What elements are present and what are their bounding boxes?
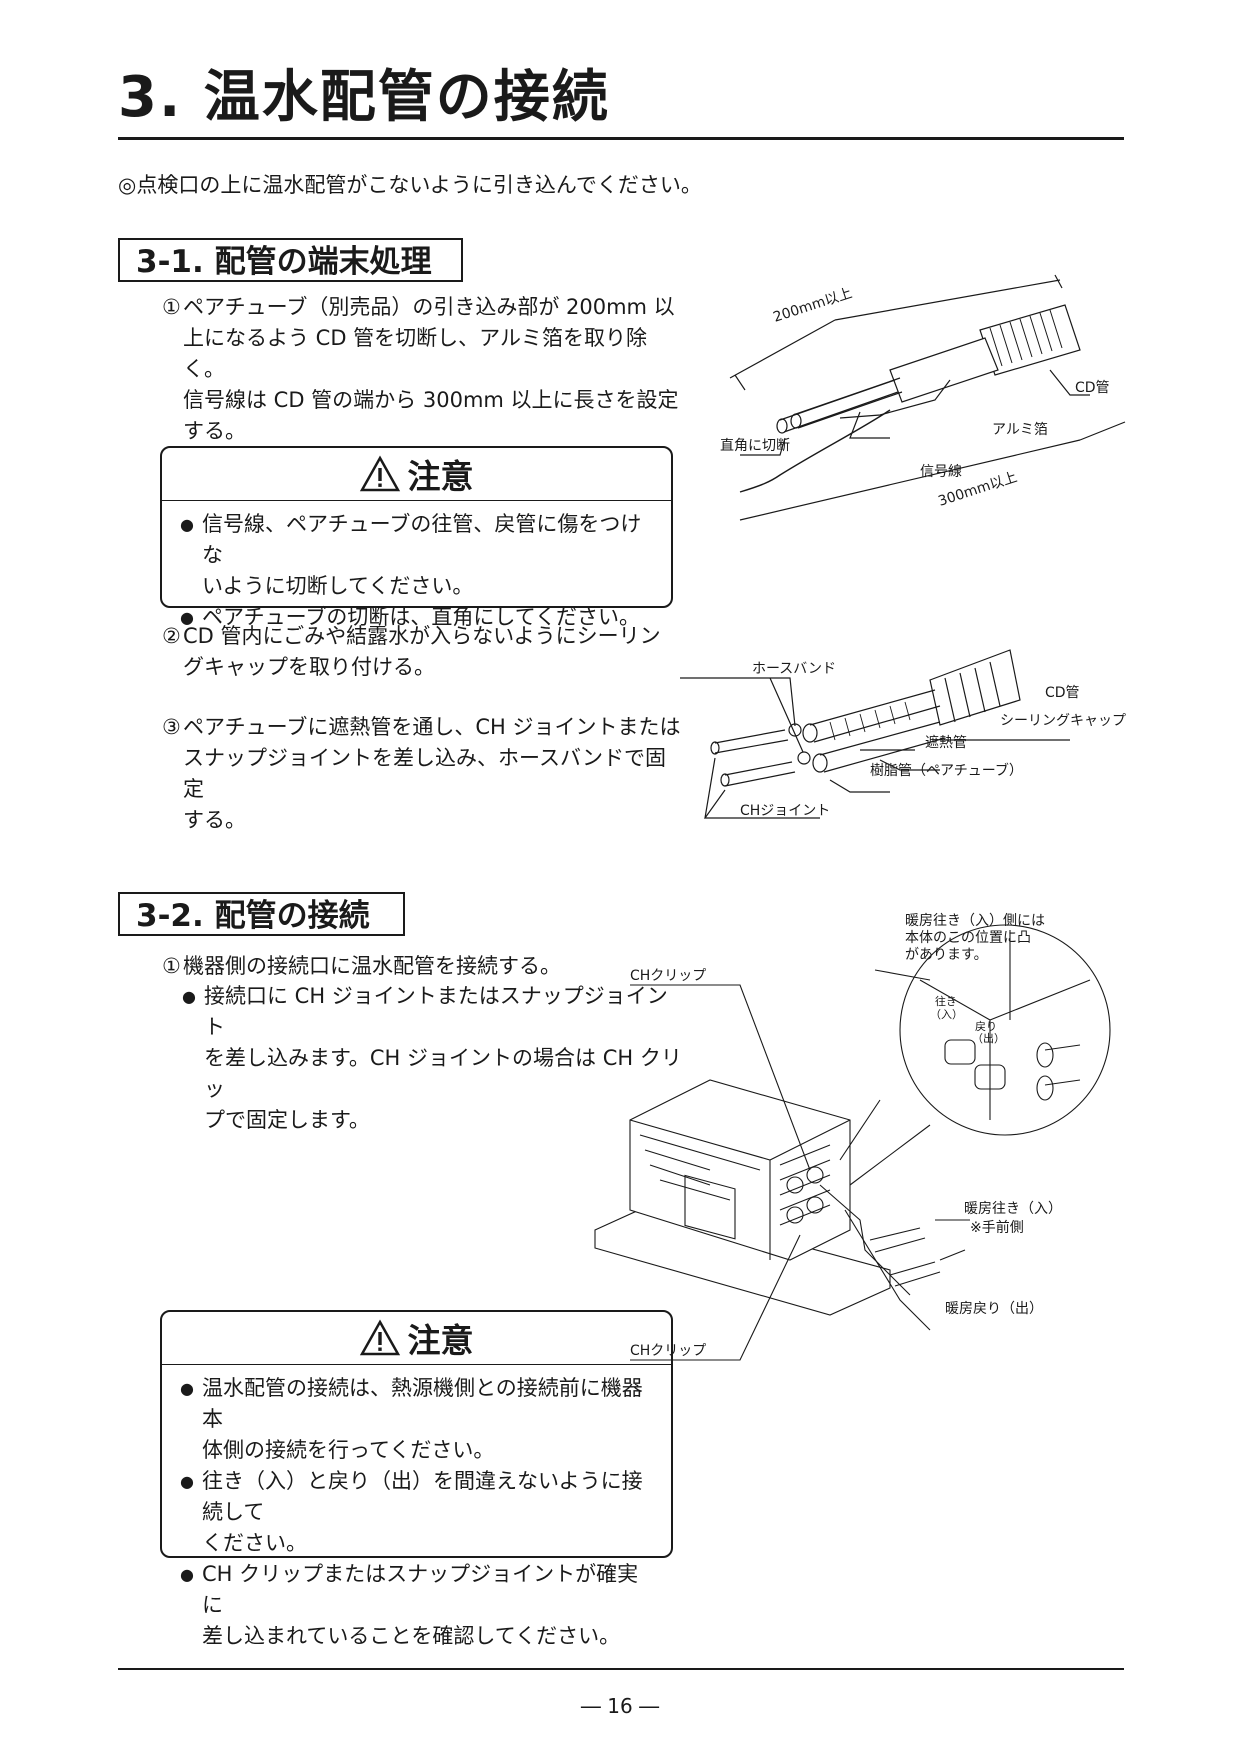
figure-pipe-end: 200mm以上 CD管 アルミ箔 直角に切断 信号線 300mm以上 <box>720 274 1126 521</box>
caution-header: 注意 <box>162 448 671 501</box>
caution-box-1: 注意 信号線、ペアチューブの往管、戻管に傷をつけな いように切断してください。 … <box>160 446 673 633</box>
step-line: する。 <box>183 808 246 832</box>
section-heading-3-2: 3-2. 配管の接続 <box>118 892 405 936</box>
caution-line: ください。 <box>202 1531 307 1555</box>
label-clip-top: CHクリップ <box>630 968 706 984</box>
step-line: ペアチューブ（別売品）の引き込み部が 200mm 以 <box>183 295 675 319</box>
caution-line: 温水配管の接続は、熱源機側との接続前に機器本 <box>202 1376 643 1431</box>
title-rule <box>118 137 1124 140</box>
step-bullet: 接続口に CH ジョイントまたはスナップジョイント を差し込みます。CH ジョイ… <box>182 981 686 1136</box>
step-3-2-1: ① 機器側の接続口に温水配管を接続する。 <box>162 951 682 982</box>
section-heading-3-1: 3-1. 配管の端末処理 <box>118 238 463 282</box>
step-line: スナップジョイントを差し込み、ホースバンドで固定 <box>183 746 666 801</box>
caution-line: いように切断してください。 <box>202 574 474 598</box>
label-clip-bottom: CHクリップ <box>630 1343 706 1359</box>
caution-line: ペアチューブの切断は、直角にしてください。 <box>202 605 641 629</box>
step-number: ② <box>162 624 181 648</box>
caution-line: 差し込まれていることを確認してください。 <box>202 1624 621 1648</box>
note-line: があります。 <box>905 947 988 963</box>
label-cd-pipe: CD管 <box>1075 380 1110 396</box>
warning-icon <box>359 455 400 492</box>
label-resin-pipe: 樹脂管（ペアチューブ） <box>870 762 1023 779</box>
figure-note: 暖房往き（入）側には 本体のこの位置に凸 があります。 <box>905 913 1045 964</box>
step-line: 信号線は CD 管の端から 300mm 以上に長さを設定 <box>183 388 679 412</box>
label-signal-wire: 信号線 <box>920 464 962 480</box>
label-heating-return: 暖房戻り（出） <box>945 1301 1043 1317</box>
warning-icon <box>359 1319 400 1356</box>
caution-header: 注意 <box>162 1312 671 1365</box>
note-line: 暖房往き（入）側には <box>905 913 1045 929</box>
label-heating-out: 暖房往き（入） <box>964 1201 1062 1217</box>
step-number: ① <box>162 954 181 978</box>
label-hose-band: ホースバンド <box>752 661 836 677</box>
label-front-side: ※手前側 <box>970 1219 1024 1236</box>
caution-line: 往き（入）と戻り（出）を間違えないように接続して <box>202 1469 643 1524</box>
page-title: 3. 温水配管の接続 <box>118 65 610 130</box>
label-circle-out-2: （出） <box>972 1031 1005 1045</box>
step-line: 機器側の接続口に温水配管を接続する。 <box>183 954 561 978</box>
step-3-1-1: ① ペアチューブ（別売品）の引き込み部が 200mm 以 上になるよう CD 管… <box>162 292 682 447</box>
bullet-line: 接続口に CH ジョイントまたはスナップジョイント <box>204 984 668 1039</box>
label-circle-out-1: 戻り <box>975 1020 997 1033</box>
caution-item: CH クリップまたはスナップジョイントが確実に 差し込まれていることを確認してく… <box>180 1559 653 1652</box>
step-line: ペアチューブに遮熱管を通し、CH ジョイントまたは <box>183 715 681 739</box>
label-ch-joint: CHジョイント <box>740 803 830 819</box>
label-200mm: 200mm以上 <box>771 285 854 326</box>
caution-item: 信号線、ペアチューブの往管、戻管に傷をつけな いように切断してください。 <box>180 509 653 602</box>
caution-title: 注意 <box>407 457 474 496</box>
caution-title: 注意 <box>407 1321 474 1360</box>
note-line: 本体のこの位置に凸 <box>905 930 1031 946</box>
caution-item: 往き（入）と戻り（出）を間違えないように接続して ください。 <box>180 1466 653 1559</box>
footer-rule <box>118 1668 1124 1670</box>
caution-item: 温水配管の接続は、熱源機側との接続前に機器本 体側の接続を行ってください。 <box>180 1373 653 1466</box>
step-3-1-2: ② CD 管内にごみや結露水が入らないようにシーリン グキャップを取り付ける。 <box>162 621 682 683</box>
bullet-line: を差し込みます。CH ジョイントの場合は CH クリッ <box>204 1046 682 1101</box>
step-line: グキャップを取り付ける。 <box>183 655 435 679</box>
label-circle-in-1: 往き <box>935 994 957 1008</box>
caution-item: ペアチューブの切断は、直角にしてください。 <box>180 602 653 633</box>
label-circle-in-2: （入） <box>930 1008 963 1021</box>
label-cd-pipe-2: CD管 <box>1045 685 1080 701</box>
label-sealing-cap: シーリングキャップ <box>1000 713 1126 729</box>
step-line: 上になるよう CD 管を切断し、アルミ箔を取り除く。 <box>183 326 647 381</box>
step-3-1-3: ③ ペアチューブに遮熱管を通し、CH ジョイントまたは スナップジョイントを差し… <box>162 712 682 836</box>
page-number: ― 16 ― <box>580 1694 660 1718</box>
caution-line: CH クリップまたはスナップジョイントが確実に <box>202 1562 639 1617</box>
label-aluminium: アルミ箔 <box>992 422 1048 438</box>
step-number: ① <box>162 295 181 319</box>
caution-box-2: 注意 温水配管の接続は、熱源機側との接続前に機器本 体側の接続を行ってください。… <box>160 1310 673 1648</box>
caution-line: 体側の接続を行ってください。 <box>202 1438 495 1462</box>
step-line: CD 管内にごみや結露水が入らないようにシーリン <box>183 624 661 648</box>
figure-unit-connection: CHクリップ CHクリップ 暖房往き（入） ※手前側 暖房戻り（出） 往き （入… <box>594 924 1111 1361</box>
caution-line: 信号線、ペアチューブの往管、戻管に傷をつけな <box>202 512 642 567</box>
bullet-line: プで固定します。 <box>204 1108 370 1132</box>
figure-joints: ホースバンド CD管 シーリングキャップ 遮熱管 樹脂管（ペアチューブ） CHジ… <box>680 649 1126 819</box>
intro-note: ◎点検口の上に温水配管がこないように引き込んでください。 <box>118 173 702 197</box>
step-line: する。 <box>183 419 246 443</box>
step-number: ③ <box>162 715 181 739</box>
label-cut-square: 直角に切断 <box>720 437 790 454</box>
label-heat-shield: 遮熱管 <box>925 735 967 751</box>
